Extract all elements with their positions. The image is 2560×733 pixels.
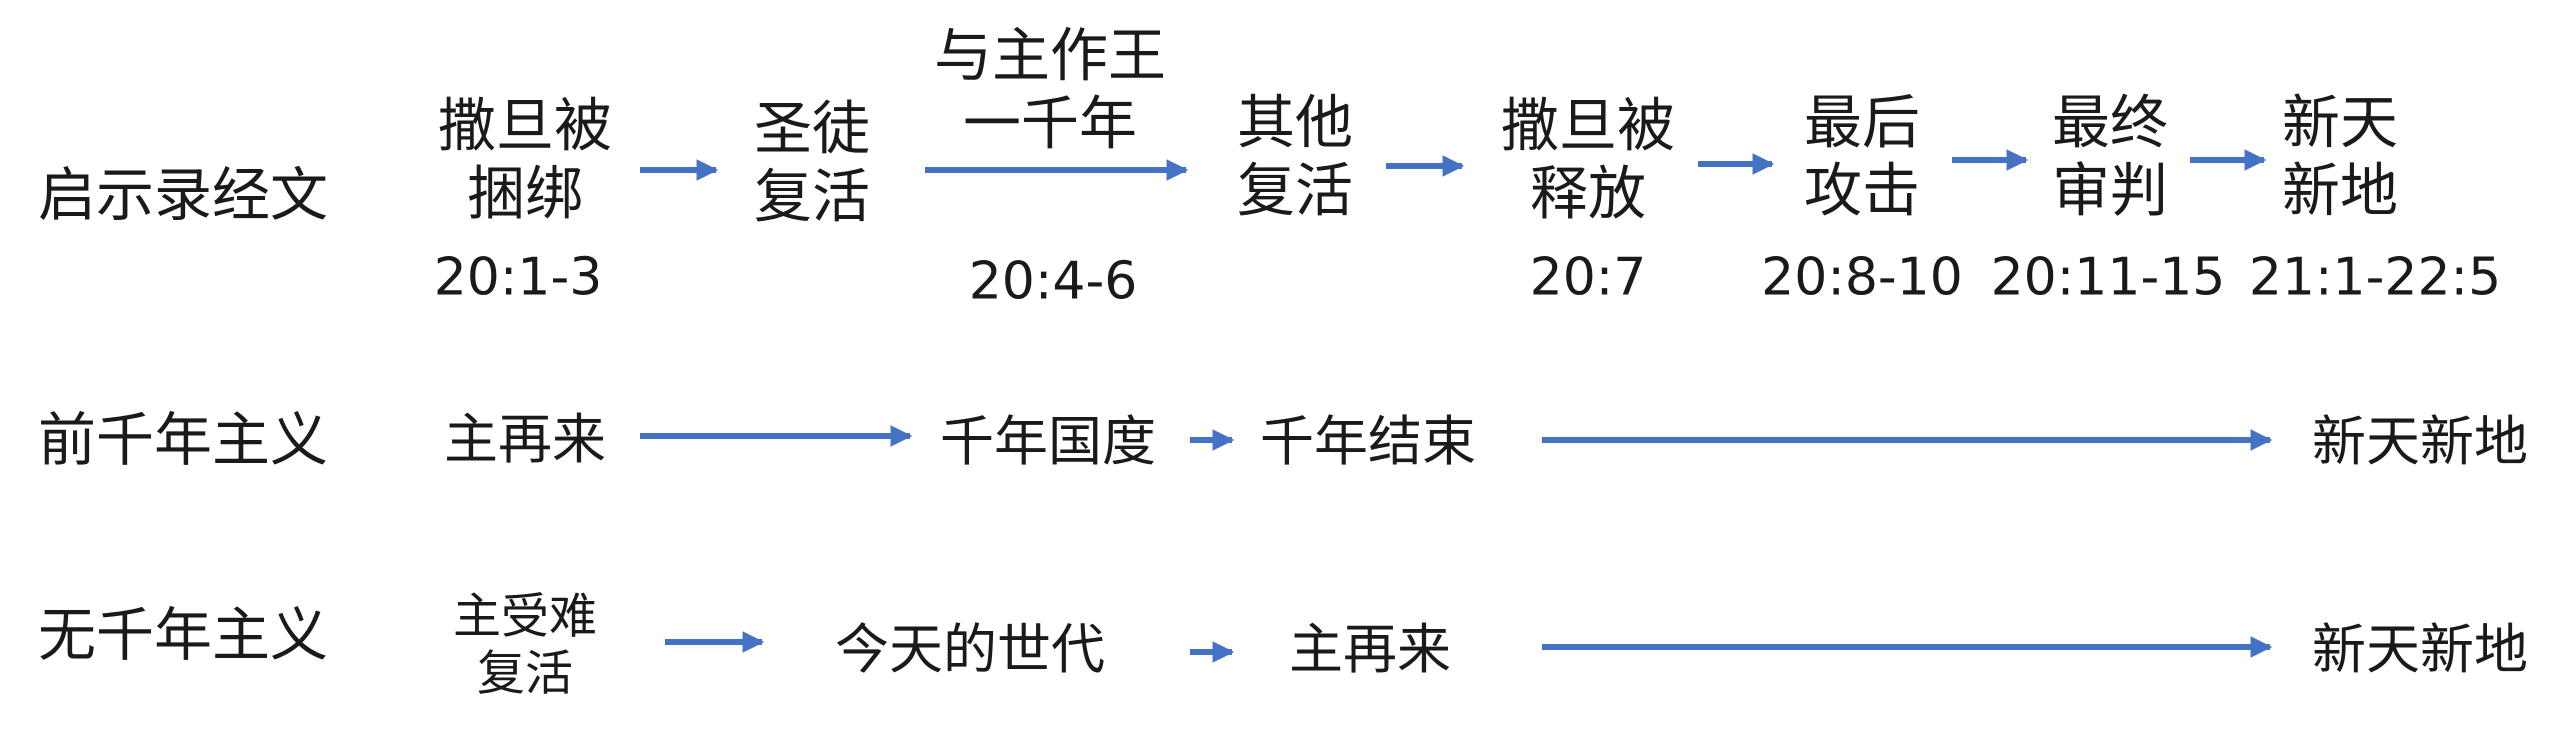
amill-new-heaven-earth: 新天新地 xyxy=(2312,618,2528,682)
event-reign-line1: 与主作王 xyxy=(933,21,1167,90)
ref-20-8-10: 20:8-10 xyxy=(1761,247,1963,308)
ref-20-7: 20:7 xyxy=(1529,247,1647,308)
row-label-premillennial: 前千年主义 xyxy=(38,405,329,474)
event-final-attack: 最后 攻击 xyxy=(1804,89,1920,226)
event-final-attack-line1: 最后 xyxy=(1803,88,1921,157)
ref-21-1-22-5: 21:1-22:5 xyxy=(2248,247,2502,308)
event-saints-resurrected: 圣徒 复活 xyxy=(754,95,870,232)
event-reign-line2: 一千年 xyxy=(962,90,1138,158)
event-satan-released-line2: 释放 xyxy=(1529,160,1647,228)
event-reign-thousand-years: 与主作王 一千年 xyxy=(934,22,1166,159)
event-new-heaven-earth-line2: 新地 xyxy=(2281,157,2399,225)
amill-second-coming: 主再来 xyxy=(1289,618,1451,682)
event-satan-bound-line1: 撒旦被 xyxy=(437,91,613,160)
event-others-resurrected-line1: 其他 xyxy=(1236,88,1354,157)
event-saints-resurrected-line1: 圣徒 xyxy=(753,94,871,163)
amill-passion-resurrection: 主受难 复活 xyxy=(453,588,597,701)
row-label-amillennial: 无千年主义 xyxy=(38,600,329,669)
event-saints-resurrected-line2: 复活 xyxy=(753,163,871,231)
event-satan-released-line1: 撒旦被 xyxy=(1500,91,1676,160)
amill-present-age: 今天的世代 xyxy=(835,618,1105,682)
amill-passion-line2: 复活 xyxy=(476,645,574,701)
event-new-heaven-earth-line1: 新天 xyxy=(2281,88,2399,157)
event-others-resurrected-line2: 复活 xyxy=(1236,157,1354,225)
event-others-resurrected: 其他 复活 xyxy=(1237,89,1353,226)
event-final-attack-line2: 攻击 xyxy=(1803,157,1921,225)
event-satan-bound-line2: 捆绑 xyxy=(466,160,584,228)
amill-passion-line1: 主受难 xyxy=(452,588,598,645)
ref-20-4-6: 20:4-6 xyxy=(968,251,1138,312)
event-satan-released: 撒旦被 释放 xyxy=(1501,92,1675,229)
premill-second-coming: 主再来 xyxy=(444,408,606,472)
event-satan-bound: 撒旦被 捆绑 xyxy=(438,92,612,229)
event-new-heaven-earth: 新天 新地 xyxy=(2282,89,2398,226)
ref-20-1-3: 20:1-3 xyxy=(433,247,603,308)
event-final-judgment-line2: 审判 xyxy=(2051,157,2169,225)
ref-20-11-15: 20:11-15 xyxy=(1990,247,2226,308)
premill-millennium-end: 千年结束 xyxy=(1260,410,1476,474)
premill-new-heaven-earth: 新天新地 xyxy=(2312,410,2528,474)
row-label-revelation: 启示录经文 xyxy=(38,160,329,229)
event-final-judgment: 最终 审判 xyxy=(2052,89,2168,226)
event-final-judgment-line1: 最终 xyxy=(2051,88,2169,157)
premill-millennial-kingdom: 千年国度 xyxy=(940,410,1156,474)
